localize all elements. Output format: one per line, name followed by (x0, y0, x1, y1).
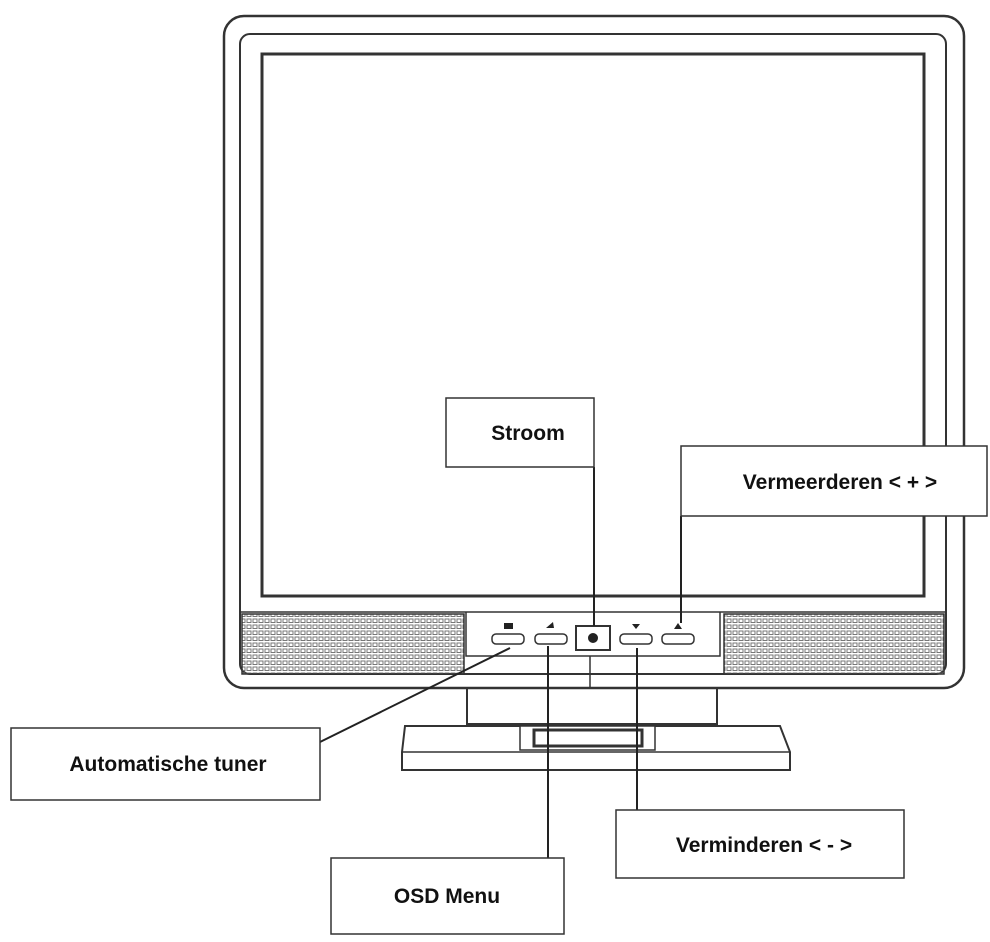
callout-power-label: Stroom (491, 422, 565, 445)
power-icon (588, 633, 598, 643)
callout-osd-menu-label: OSD Menu (394, 885, 500, 908)
auto-tuner-button[interactable] (491, 623, 525, 645)
callout-decrease-label: Verminderen < - > (676, 834, 852, 857)
callout-osd-menu: OSD Menu (330, 857, 565, 935)
callout-power: Stroom (445, 397, 595, 468)
right-speaker-grille (723, 613, 945, 675)
left-speaker-grille (241, 613, 465, 675)
monitor-stand (401, 687, 791, 771)
callout-increase: Vermeerderen < + > (680, 445, 988, 517)
auto-tuner-leader (319, 647, 511, 743)
osd-menu-icon (546, 622, 554, 628)
callout-auto-tuner: Automatische tuner (10, 727, 321, 801)
control-buttons (491, 622, 695, 651)
power-button[interactable] (575, 625, 611, 651)
stand-neck (466, 687, 718, 725)
leader-lines (319, 467, 682, 858)
increase-button[interactable] (661, 623, 695, 645)
callout-auto-tuner-label: Automatische tuner (69, 753, 266, 776)
down-arrow-icon (632, 624, 640, 629)
callout-increase-label: Vermeerderen < + > (743, 471, 937, 494)
auto-tuner-icon (504, 623, 513, 629)
decrease-button[interactable] (619, 624, 653, 645)
osd-menu-button[interactable] (534, 622, 568, 645)
callout-decrease: Verminderen < - > (615, 809, 905, 879)
up-arrow-icon (674, 623, 682, 629)
